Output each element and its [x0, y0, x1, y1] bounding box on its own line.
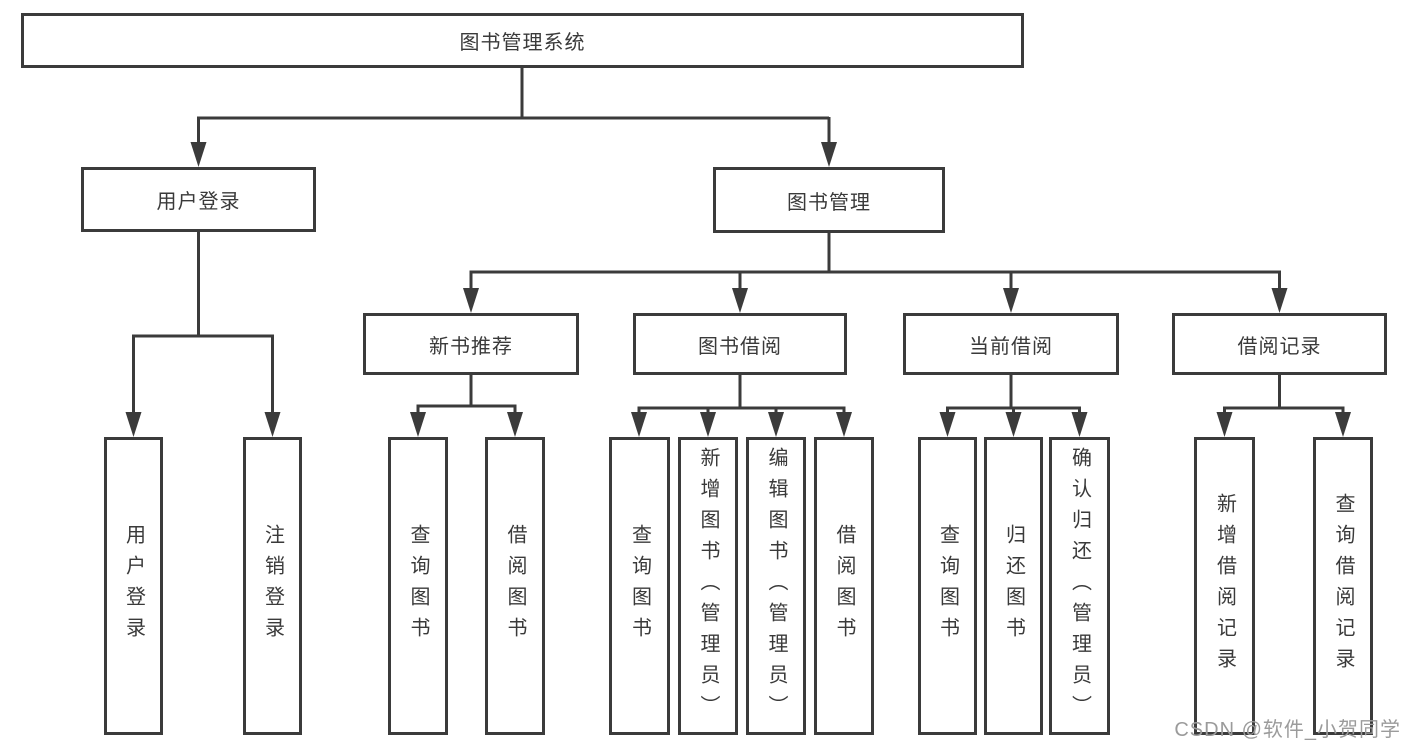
leaf-return-book: 归还图书	[984, 437, 1043, 735]
leaf-logout-login: 注销登录	[243, 437, 302, 735]
leaf-label: 查询图书	[407, 524, 429, 648]
leaf-label: 编辑图书（管理员）	[765, 446, 787, 726]
node-borrow-record: 借阅记录	[1172, 313, 1387, 375]
node-user-login: 用户登录	[81, 167, 316, 232]
leaf-label: 注销登录	[261, 524, 284, 648]
node-label: 新书推荐	[429, 335, 513, 358]
leaf-label: 借阅图书	[833, 524, 855, 648]
leaf-label: 新增借阅记录	[1213, 493, 1236, 679]
node-label: 图书借阅	[698, 335, 782, 358]
leaf-borrow-book-recommend: 借阅图书	[485, 437, 545, 735]
leaf-confirm-return-admin: 确认归还（管理员）	[1049, 437, 1110, 735]
leaf-label: 查询图书	[936, 524, 959, 648]
leaf-label: 查询图书	[628, 524, 651, 648]
node-label: 借阅记录	[1237, 335, 1322, 358]
node-label: 图书管理	[787, 191, 871, 214]
leaf-label: 归还图书	[1002, 524, 1025, 648]
node-current-borrow: 当前借阅	[903, 313, 1119, 375]
node-new-book-recommend: 新书推荐	[363, 313, 579, 375]
leaf-label: 借阅图书	[504, 524, 526, 648]
node-library-management-system: 图书管理系统	[21, 13, 1024, 68]
leaf-add-book-admin: 新增图书（管理员）	[678, 437, 738, 735]
node-book-borrow: 图书借阅	[633, 313, 847, 375]
leaf-borrow-book: 借阅图书	[814, 437, 874, 735]
leaf-label: 用户登录	[122, 524, 145, 648]
leaf-add-borrow-record: 新增借阅记录	[1194, 437, 1255, 735]
node-label: 用户登录	[156, 191, 241, 213]
leaf-label: 新增图书（管理员）	[697, 446, 719, 726]
leaf-query-book-recommend: 查询图书	[388, 437, 448, 735]
leaf-edit-book-admin: 编辑图书（管理员）	[746, 437, 806, 735]
leaf-query-book-current: 查询图书	[918, 437, 977, 735]
csdn-watermark: CSDN @软件_小贺同学	[1174, 719, 1401, 741]
leaf-query-borrow-record: 查询借阅记录	[1313, 437, 1373, 735]
leaf-label: 确认归还（管理员）	[1068, 446, 1091, 726]
leaf-query-book-borrow: 查询图书	[609, 437, 670, 735]
node-book-management: 图书管理	[713, 167, 945, 233]
node-label: 图书管理系统	[459, 32, 586, 54]
node-label: 当前借阅	[969, 335, 1053, 358]
leaf-user-login: 用户登录	[104, 437, 163, 735]
leaf-label: 查询借阅记录	[1332, 493, 1354, 679]
